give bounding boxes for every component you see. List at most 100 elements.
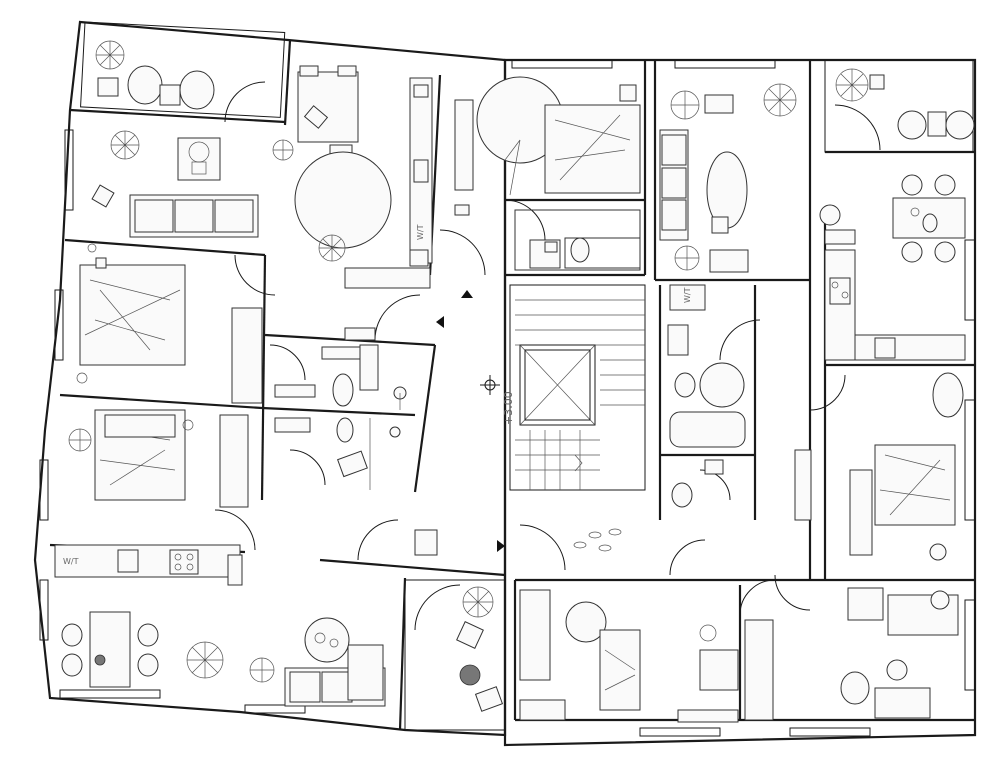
- coffee-table: [927, 111, 947, 137]
- window: [964, 399, 976, 521]
- window: [511, 59, 613, 69]
- sink-icon: [413, 159, 429, 183]
- bathtub: [669, 411, 746, 448]
- round-rug: [565, 601, 607, 643]
- chair: [299, 65, 319, 77]
- kitchen-counter: [854, 334, 966, 361]
- door-swing: [504, 199, 546, 241]
- stairwell: [509, 284, 646, 491]
- dining-table: [89, 611, 131, 688]
- plant-icon: [95, 40, 125, 70]
- chair: [137, 653, 159, 677]
- towel-rack: [321, 346, 363, 360]
- wall: [69, 108, 286, 124]
- door-swing: [519, 524, 566, 571]
- plant-icon: [674, 245, 700, 271]
- chair: [934, 241, 956, 263]
- kitchen-counter: [54, 544, 241, 578]
- shelf: [454, 99, 474, 191]
- toilet: [570, 237, 590, 263]
- stove-icon: [829, 277, 851, 305]
- chair: [886, 659, 908, 681]
- door-swing: [234, 254, 276, 296]
- corridor-arrows: [418, 290, 505, 552]
- chair: [137, 623, 159, 647]
- wall: [283, 39, 292, 126]
- door-swing: [669, 539, 706, 576]
- plant-icon: [249, 657, 275, 683]
- chair: [897, 110, 927, 140]
- window: [964, 239, 976, 321]
- stair-core: [509, 284, 646, 491]
- left-apartment-outline: [33, 20, 507, 737]
- bed: [544, 104, 641, 194]
- elevation-label: +3.00: [502, 391, 515, 425]
- round-bath: [699, 362, 745, 408]
- kitchen-left-bottom: W/T: [54, 544, 243, 586]
- plant-icon: [763, 83, 797, 117]
- plant-icon: [462, 586, 494, 618]
- bathroom-left-2: [274, 417, 401, 490]
- plant-icon: [835, 68, 869, 102]
- vanity: [274, 417, 311, 433]
- balcony-left-furniture: [95, 40, 215, 110]
- chair: [945, 110, 975, 140]
- balcony-top-right: [824, 59, 974, 153]
- elevator-cross: [519, 344, 596, 426]
- plant-icon: [318, 234, 346, 262]
- nightstand: [619, 84, 637, 102]
- door-swing: [439, 229, 486, 276]
- elevator-cab: [524, 349, 591, 421]
- wall: [260, 254, 267, 501]
- decor: [922, 213, 938, 233]
- coffee-table: [304, 617, 350, 663]
- wall: [261, 406, 416, 417]
- plant-icon: [186, 641, 224, 679]
- doors: [214, 81, 881, 631]
- toilet: [674, 372, 696, 398]
- kids-room-bottom: [519, 589, 739, 723]
- wardrobe: [219, 414, 249, 508]
- pet-bowl-icon: [819, 204, 841, 226]
- shoes-cluster: [573, 528, 622, 552]
- round-side-table: [459, 664, 481, 686]
- door-swing: [414, 584, 461, 631]
- window: [39, 459, 49, 521]
- door-swing: [224, 81, 266, 123]
- shoe-rack: [344, 327, 376, 341]
- dining-table: [297, 71, 359, 143]
- window: [639, 727, 721, 737]
- chair: [456, 621, 484, 649]
- elevation-marker: +3.00: [480, 375, 515, 425]
- bed: [874, 444, 956, 526]
- wardrobe: [231, 307, 263, 404]
- lamp-cord: [504, 139, 521, 196]
- laptop-icon: [303, 105, 329, 129]
- door-swing: [719, 319, 761, 361]
- chair: [901, 174, 923, 196]
- chair: [61, 653, 83, 677]
- appliance: [409, 249, 429, 267]
- arrow-left-icon: [436, 316, 444, 328]
- bedroom-left-1: [76, 243, 263, 404]
- sink-icon: [117, 549, 139, 573]
- sink-icon: [874, 337, 896, 359]
- kitchen-right: [819, 174, 966, 361]
- stove-icon: [413, 84, 429, 98]
- elevator-shaft: [519, 344, 596, 426]
- door-swing: [834, 104, 881, 151]
- window: [64, 129, 74, 211]
- appliance: [824, 229, 856, 245]
- chair: [901, 241, 923, 263]
- window: [54, 289, 64, 361]
- door-swing: [269, 344, 306, 381]
- chair: [474, 686, 504, 712]
- plant-icon: [68, 428, 92, 452]
- bathroom-right: W/T: [667, 284, 746, 508]
- rug: [177, 137, 221, 181]
- desk: [874, 687, 931, 719]
- stove-icon: [169, 549, 199, 575]
- door-swing: [214, 509, 256, 551]
- living-dining-left-bottom: [61, 611, 386, 707]
